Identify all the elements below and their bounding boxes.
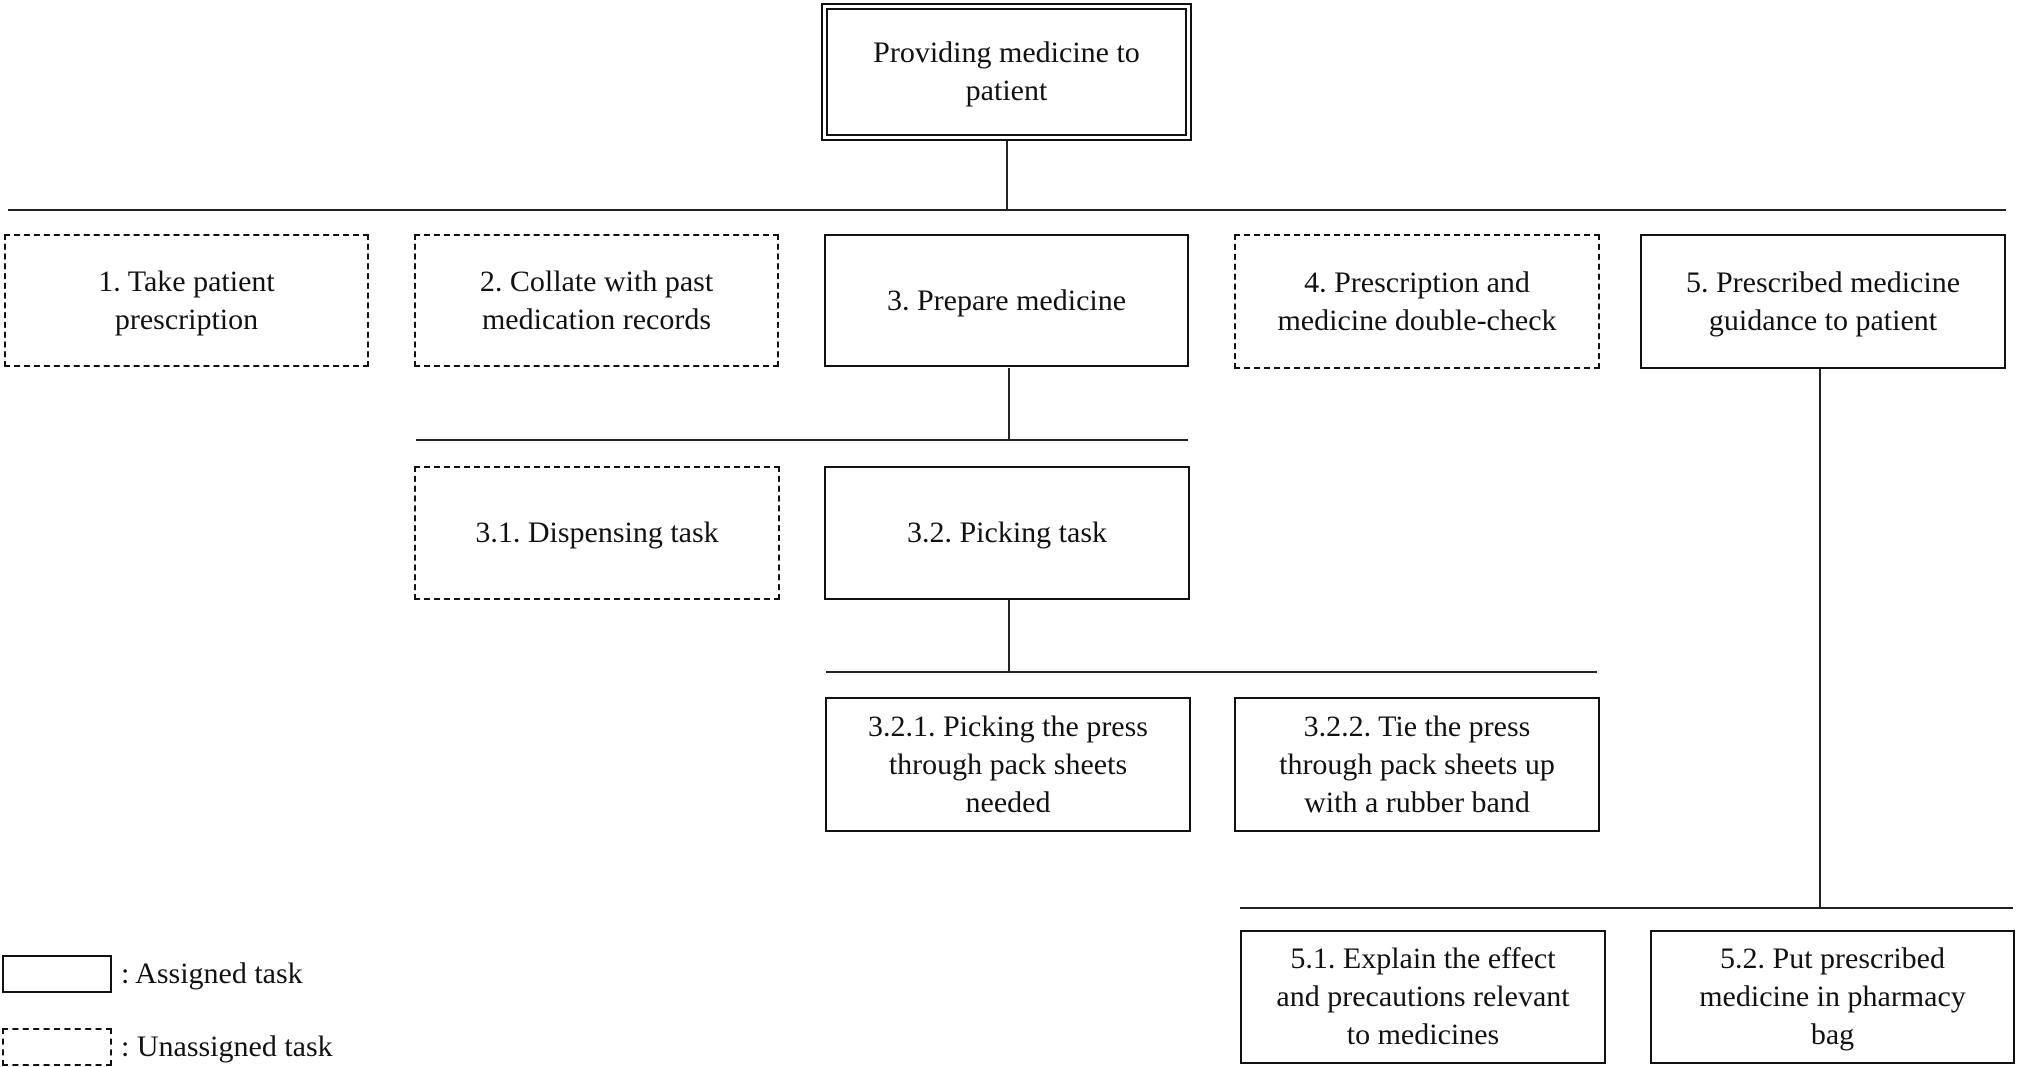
task-4-box: 4. Prescription and medicine double-chec…: [1234, 234, 1600, 369]
task-5-2-label: 5.2. Put prescribed medicine in pharmacy…: [1699, 942, 1966, 1051]
task-3-2-2-box: 3.2.2. Tie the press through pack sheets…: [1234, 697, 1600, 832]
level3-bus: [826, 671, 1597, 673]
task-3-2-box: 3.2. Picking task: [824, 466, 1190, 600]
connector-task3-down: [1008, 368, 1010, 440]
task-3-2-2-label: 3.2.2. Tie the press through pack sheets…: [1279, 709, 1555, 819]
connector-root-down: [1006, 140, 1008, 210]
task-1-label: 1. Take patient prescription: [98, 264, 275, 336]
level2-bus-task5: [1240, 907, 2013, 909]
legend-assigned-label: : Assigned task: [121, 957, 303, 990]
task-3-2-label: 3.2. Picking task: [907, 516, 1107, 549]
root-task-label: Providing medicine to patient: [873, 36, 1140, 107]
connector-task3-2-down: [1008, 600, 1010, 672]
task-3-label: 3. Prepare medicine: [886, 283, 1127, 317]
root-task-box: Providing medicine to patient: [821, 3, 1192, 141]
task-5-box: 5. Prescribed medicine guidance to patie…: [1640, 234, 2006, 369]
connector-task5-down: [1819, 368, 1821, 908]
legend-assigned-swatch: [2, 955, 112, 993]
task-2-label: 2. Collate with past medication records: [479, 264, 714, 336]
task-5-1-label: 5.1. Explain the effect and precautions …: [1276, 942, 1570, 1051]
task-3-2-1-label: 3.2.1. Picking the press through pack sh…: [868, 709, 1148, 819]
task-3-1-label: 3.1. Dispensing task: [475, 516, 719, 549]
legend-unassigned-swatch: [2, 1028, 112, 1066]
task-5-label: 5. Prescribed medicine guidance to patie…: [1685, 265, 1961, 337]
task-5-1-box: 5.1. Explain the effect and precautions …: [1240, 930, 1606, 1064]
task-1-box: 1. Take patient prescription: [4, 234, 369, 367]
task-3-1-box: 3.1. Dispensing task: [414, 466, 780, 600]
task-4-label: 4. Prescription and medicine double-chec…: [1277, 265, 1557, 337]
task-5-2-box: 5.2. Put prescribed medicine in pharmacy…: [1650, 930, 2015, 1064]
level2-bus: [416, 439, 1188, 441]
task-3-box: 3. Prepare medicine: [824, 234, 1189, 367]
task-2-box: 2. Collate with past medication records: [414, 234, 779, 367]
task-3-2-1-box: 3.2.1. Picking the press through pack sh…: [825, 697, 1191, 832]
level1-bus: [8, 209, 2006, 211]
legend-unassigned-label: : Unassigned task: [121, 1030, 333, 1063]
